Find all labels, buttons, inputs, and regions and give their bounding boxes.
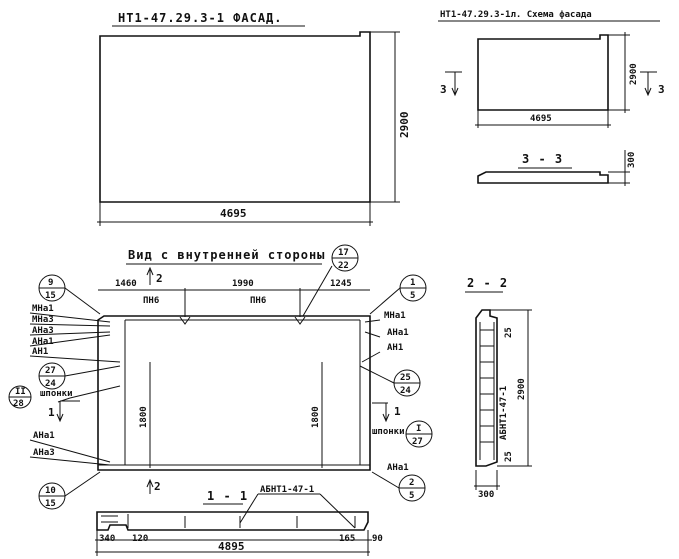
inner-view: Вид с внутренней стороны 2 2 1460 1990 1…	[8, 244, 433, 510]
cut-1-left: 1	[48, 406, 55, 419]
callout-bottom: 24	[45, 379, 56, 389]
dim-120: 120	[132, 534, 148, 544]
label-ana1-right: АНа1	[387, 328, 409, 338]
label-an1-right: АН1	[387, 343, 403, 353]
callout-bottom: 22	[338, 261, 349, 271]
section-2-2-bottom-dim: 25	[504, 451, 514, 462]
section-1-1: 1 - 1 АБНТ1-47-1 340 120 165 90 4895	[95, 485, 383, 556]
section-3-3-dim: 300	[627, 152, 637, 168]
label-mna3-left: МНа3	[32, 315, 54, 325]
label-an1-left: АН1	[32, 347, 48, 357]
label-mna1-left: МНа1	[32, 304, 54, 314]
label-keys-left: шпонки	[40, 389, 73, 399]
label-mna1-right: МНа1	[384, 311, 406, 321]
pn6-label-left: ПН6	[143, 296, 159, 306]
scheme-width-dim: 4695	[530, 114, 552, 124]
facade-title: НТ1-47.29.3-1 ФАСАД.	[118, 11, 283, 25]
section-2-2-height-dim: 2900	[517, 378, 527, 400]
label-ana1-left: АНа1	[32, 337, 54, 347]
label-keys-right: шпонки	[372, 427, 405, 437]
callout-top: 1	[410, 278, 415, 288]
callout-bottom: 24	[400, 386, 411, 396]
callout-top: 9	[48, 278, 53, 288]
label-ana3-left-bottom: АНа3	[33, 448, 55, 458]
pn6-label-right: ПН6	[250, 296, 266, 306]
callout-bottom: 15	[45, 499, 56, 509]
cut-2-bottom: 2	[154, 480, 161, 493]
scheme-height-dim: 2900	[629, 63, 639, 85]
dim-4895: 4895	[218, 540, 245, 553]
callout-top: II	[15, 387, 26, 397]
facade-view: НТ1-47.29.3-1 ФАСАД. 2900 4695	[97, 11, 411, 226]
cut-2-top: 2	[156, 272, 163, 285]
section-1-1-mark: АБНТ1-47-1	[260, 485, 314, 495]
callout-top: 27	[45, 366, 56, 376]
callout-top: 10	[45, 486, 56, 496]
label-ana1-left-bottom: АНа1	[33, 431, 55, 441]
section-2-2: 2 - 2 2900 25 25 АБНТ1-47-1 300	[465, 276, 532, 500]
scheme-title: НТ1-47.29.3-1л. Схема фасада	[440, 10, 592, 20]
section-3-3-title: 3 - 3	[522, 152, 563, 166]
callout-bottom: 5	[409, 491, 414, 501]
dim-1460: 1460	[115, 279, 137, 289]
callout-top: 25	[400, 373, 411, 383]
inner-view-title: Вид с внутренней стороны	[128, 248, 325, 262]
callout-I-27: I 27	[405, 420, 433, 448]
section-2-2-title: 2 - 2	[467, 276, 508, 290]
label-ana1-right-bottom: АНа1	[387, 463, 409, 473]
facade-outline	[99, 31, 371, 203]
callout-bottom: 28	[13, 399, 24, 409]
dim-165: 165	[339, 534, 355, 544]
callout-2-5: 25	[371, 471, 426, 502]
callout-bottom: 5	[410, 291, 415, 301]
callout-top: 2	[409, 478, 414, 488]
dim-340: 340	[99, 534, 115, 544]
facade-width-dim: 4695	[220, 207, 247, 220]
panel-outline	[97, 315, 371, 471]
callout-9-15: 915	[38, 274, 101, 315]
callout-top: 17	[338, 248, 349, 258]
dim-1800-left: 1800	[139, 406, 149, 428]
cut-3-right: 3	[658, 83, 665, 96]
section-2-2-top-dim: 25	[504, 327, 514, 338]
dim-1800-right: 1800	[311, 406, 321, 428]
dim-90: 90	[372, 534, 383, 544]
section-2-2-width-dim: 300	[478, 490, 494, 500]
section-3-3: 3 - 3 300	[477, 150, 637, 186]
callout-1-5: 15	[369, 274, 427, 315]
callout-top: I	[416, 424, 421, 434]
cut-3-left: 3	[440, 83, 447, 96]
callout-bottom: 15	[45, 291, 56, 301]
facade-height-dim: 2900	[398, 112, 411, 139]
cut-1-right: 1	[394, 405, 401, 418]
label-ana3-left: АНа3	[32, 326, 54, 336]
section-2-2-mark: АБНТ1-47-1	[499, 386, 509, 440]
dim-1990: 1990	[232, 279, 254, 289]
dim-1245: 1245	[330, 279, 352, 289]
facade-scheme: НТ1-47.29.3-1л. Схема фасада 2900 4695 3…	[438, 10, 665, 128]
callout-II-28: II 28	[8, 385, 32, 409]
callout-bottom: 27	[412, 437, 423, 447]
section-1-1-title: 1 - 1	[207, 489, 248, 503]
